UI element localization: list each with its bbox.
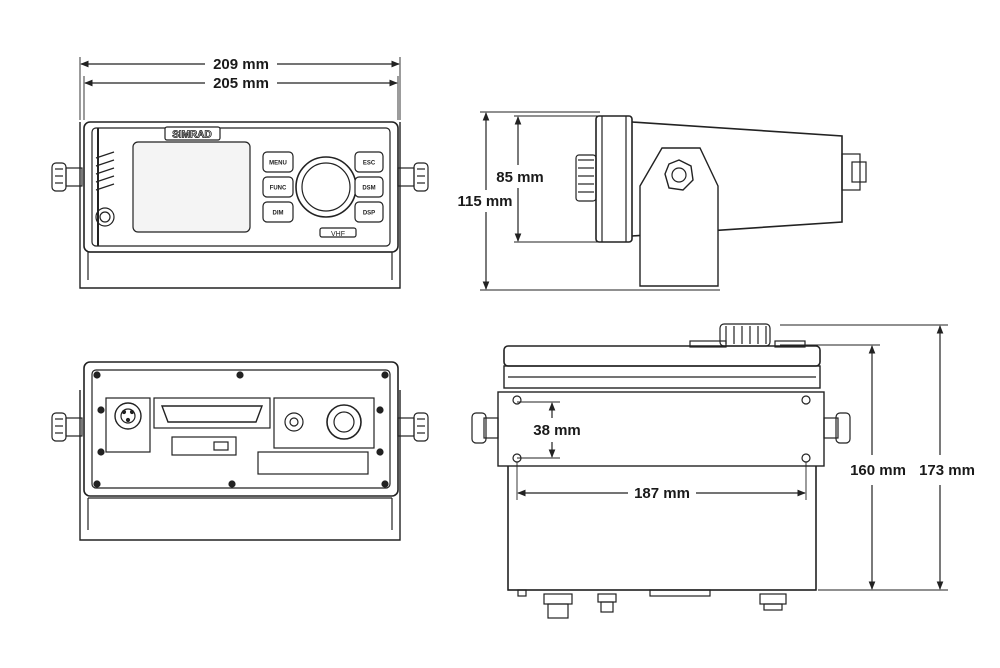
front-view [51,121,429,289]
dsm-button[interactable] [354,176,384,198]
display-screen [132,141,251,233]
dim-button-label: DIM [273,211,284,217]
model-label: VHF [331,231,345,238]
speaker-grille-icon [95,151,115,191]
bolt-icon [664,159,694,191]
dsp-button-label: DSP [363,211,375,217]
func-button-label: FUNC [270,186,287,192]
left-bracket-knob-icon [51,162,83,192]
dim-button[interactable] [262,201,294,223]
func-button[interactable] [262,176,294,198]
dim-overall-width: 209 mm [213,56,269,73]
rear-view [51,361,429,541]
side-view [480,111,867,291]
knob-icon[interactable] [295,156,357,218]
esc-button-label: ESC [363,161,376,167]
rear-screws [93,371,389,488]
top-view [471,323,948,619]
dim-mount-vertical: 38 mm [533,422,581,439]
dim-side-inner: 85 mm [496,169,544,186]
dim-top-outer: 173 mm [919,462,975,479]
menu-button[interactable] [262,151,294,173]
side-knob-icon [575,154,597,202]
dim-top-inner: 160 mm [850,462,906,479]
menu-button-label: MENU [269,161,287,167]
connector-icon [105,397,151,453]
esc-button[interactable] [354,151,384,173]
dim-mount-horizontal: 187 mm [634,485,690,502]
dim-housing-width: 205 mm [213,75,269,92]
front-dimension-lines [79,57,401,120]
top-knob-icon [719,323,771,347]
brand-label: SIMRAD [172,130,211,141]
dim-side-outer: 115 mm [457,193,512,210]
dsm-button-label: DSM [362,186,375,192]
right-bracket-knob-icon [397,162,429,192]
dsp-button[interactable] [354,201,384,223]
